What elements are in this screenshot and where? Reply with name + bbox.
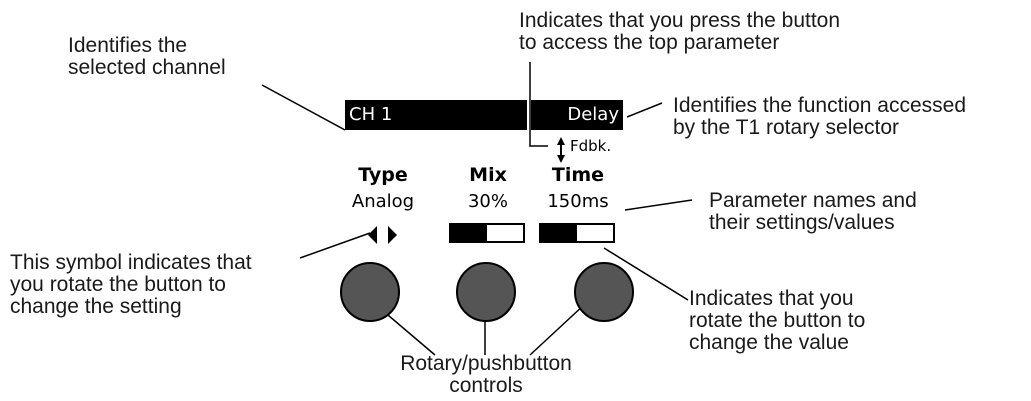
callout-selected-channel: Identifies the selected channel	[68, 34, 226, 79]
param-value-time: 150ms	[547, 191, 609, 212]
rotate-right-arrow-icon	[388, 226, 397, 244]
leader-rotate-symbol	[299, 232, 371, 259]
function-label: Delay	[567, 104, 619, 125]
knob-type[interactable]	[340, 262, 400, 322]
callout-function-accessed: Identifies the function accessed by the …	[673, 94, 967, 139]
callout-rotate-symbol: This symbol indicates that you rotate th…	[10, 251, 252, 318]
time-meter-fill	[541, 225, 577, 241]
updown-arrow-up-icon	[557, 137, 565, 145]
top-parameter-label: Fdbk.	[570, 137, 612, 155]
param-name-time: Time	[551, 164, 605, 186]
param-name-type: Type	[358, 164, 408, 186]
leader-controls-right	[529, 303, 586, 356]
param-name-mix: Mix	[469, 164, 507, 186]
param-value-type: Analog	[351, 191, 415, 212]
channel-label: CH 1	[349, 104, 393, 125]
callout-controls: Rotary/pushbutton controls	[400, 352, 572, 397]
leader-selected-channel	[261, 84, 346, 131]
callout-parameter-names: Parameter names and their settings/value…	[709, 189, 917, 234]
function-bar: Delay	[531, 100, 623, 130]
leader-function	[626, 102, 663, 118]
callout-press-button: Indicates that you press the button to a…	[519, 9, 841, 54]
leader-parameter-names	[624, 199, 693, 211]
leader-press-button	[529, 62, 548, 147]
channel-bar: CH 1	[345, 100, 527, 130]
updown-arrow-down-icon	[557, 155, 565, 163]
param-value-mix: 30%	[467, 191, 508, 212]
callout-rotate-value: Indicates that you rotate the button to …	[689, 287, 866, 354]
mix-meter-fill	[451, 225, 487, 241]
knob-mix[interactable]	[456, 262, 516, 322]
rotate-left-arrow-icon	[368, 226, 377, 244]
leader-rotate-value	[603, 247, 689, 301]
time-meter	[539, 223, 615, 243]
mix-meter	[449, 223, 525, 243]
knob-time[interactable]	[574, 262, 634, 322]
